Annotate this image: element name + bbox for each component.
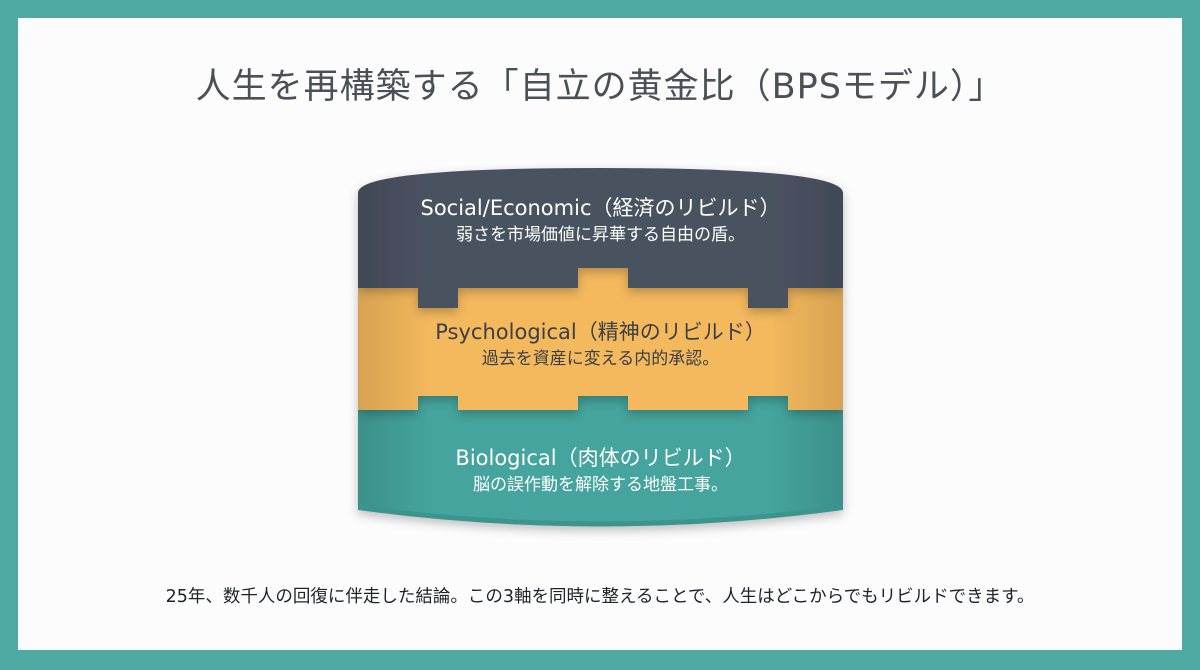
social-economic-heading: Social/Economic（経済のリビルド）	[420, 196, 781, 220]
slide: 人生を再構築する「自立の黄金比（BPSモデル）」	[18, 18, 1182, 650]
footer-text: 25年、数千人の回復に伴走した結論。この3軸を同時に整えることで、人生はどこから…	[165, 587, 1035, 607]
biological-layer	[358, 396, 843, 527]
psychological-heading: Psychological（精神のリビルド）	[435, 320, 766, 344]
social-economic-label: Social/Economic（経済のリビルド） 弱さを市場価値に昇華する自由の…	[358, 194, 843, 248]
psychological-text: 過去を資産に変える内的承認。	[481, 349, 720, 369]
social-economic-text: 弱さを市場価値に昇華する自由の盾。	[456, 225, 745, 245]
biological-heading: Biological（肉体のリビルド）	[455, 446, 746, 470]
page-title: 人生を再構築する「自立の黄金比（BPSモデル）」	[195, 67, 1005, 107]
bps-layer-diagram	[358, 168, 843, 527]
social-economic-layer	[358, 168, 843, 308]
psychological-layer	[358, 268, 843, 410]
biological-text: 脳の誤作動を解除する地盤工事。	[473, 475, 728, 495]
biological-label: Biological（肉体のリビルド） 脳の誤作動を解除する地盤工事。	[358, 444, 843, 498]
psychological-label: Psychological（精神のリビルド） 過去を資産に変える内的承認。	[358, 318, 843, 372]
